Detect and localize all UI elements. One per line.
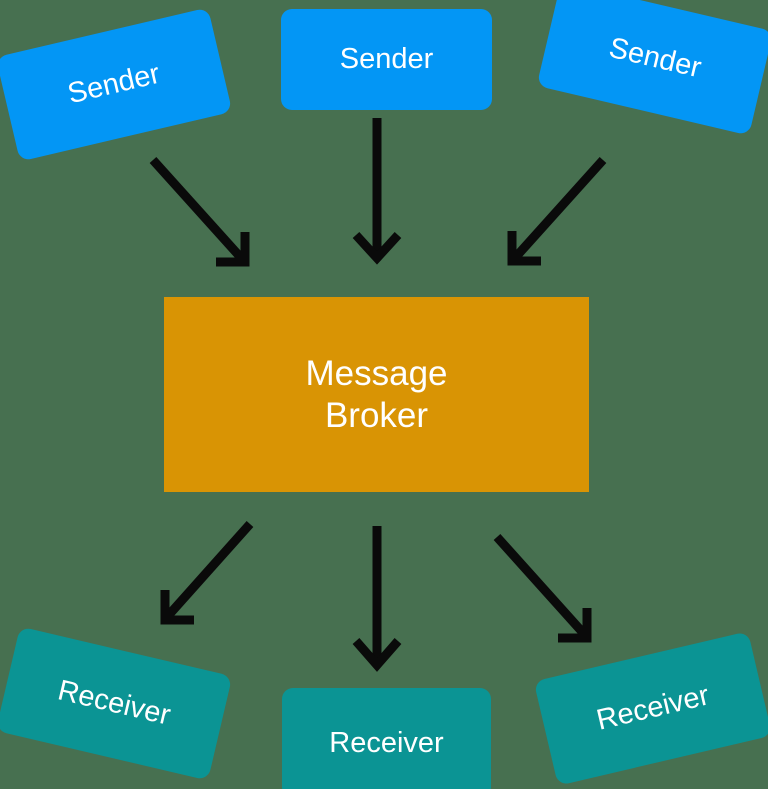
receiver-node-right[interactable]: Receiver — [533, 631, 768, 786]
receiver-label: Receiver — [593, 679, 713, 738]
sender-node-center[interactable]: Sender — [281, 9, 492, 110]
arrow-broker-to-receiver-left — [160, 521, 254, 625]
arrow-sender-center-to-broker — [352, 118, 402, 265]
message-broker-label: Message Broker — [305, 354, 448, 435]
arrow-broker-to-receiver-right — [493, 533, 592, 643]
sender-label: Sender — [339, 43, 434, 76]
sender-label: Sender — [64, 58, 164, 111]
receiver-label: Receiver — [54, 674, 174, 733]
receiver-label: Receiver — [329, 726, 444, 759]
message-broker-node[interactable]: Message Broker — [164, 297, 589, 492]
receiver-node-left[interactable]: Receiver — [0, 626, 233, 781]
sender-node-right[interactable]: Sender — [536, 0, 768, 136]
arrow-sender-left-to-broker — [149, 156, 250, 267]
arrow-broker-to-receiver-center — [352, 526, 402, 672]
receiver-node-center[interactable]: Receiver — [282, 688, 491, 789]
sender-label: Sender — [605, 32, 705, 85]
sender-node-left[interactable]: Sender — [0, 7, 233, 162]
arrow-sender-right-to-broker — [507, 156, 607, 266]
